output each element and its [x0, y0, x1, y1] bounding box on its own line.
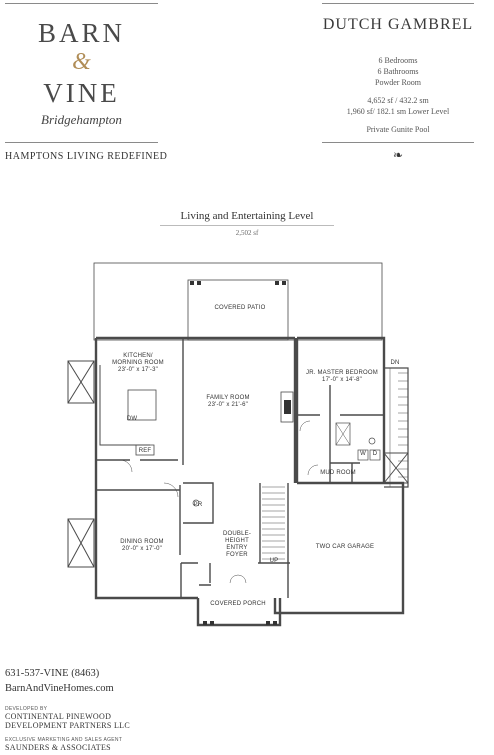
brand-line-1: BARN	[37, 18, 125, 48]
rear-terrace-outline	[93, 262, 383, 341]
bath-toilet	[368, 437, 376, 445]
developer-name-line1: CONTINENTAL PINEWOOD	[5, 712, 112, 721]
shower-outline	[335, 422, 351, 446]
label-jr-master: JR. MASTER BEDROOM 17'-0" x 14'-8"	[300, 370, 384, 384]
top-left-rule	[5, 3, 158, 4]
developer-label: DEVELOPED BY	[5, 706, 48, 712]
side-stair-outline	[384, 367, 409, 488]
interior-walls	[96, 339, 384, 598]
contact-phone: 631-537-VINE (8463)	[5, 668, 100, 679]
label-jr-master-line1: JR. MASTER BEDROOM	[306, 370, 378, 376]
label-w: W	[360, 451, 366, 457]
label-kitchen-dim: 23'-0" x 17'-3"	[118, 367, 158, 373]
refrigerator-box	[135, 444, 155, 456]
developer-name: CONTINENTAL PINEWOOD DEVELOPMENT PARTNER…	[5, 712, 130, 730]
door-swings	[119, 420, 319, 584]
fireplace-outline	[280, 391, 294, 423]
brand-ampersand: &	[72, 49, 91, 75]
label-dining-line1: DINING ROOM	[120, 539, 164, 545]
area-lower: 1,960 sf/ 182.1 sm Lower Level	[346, 107, 450, 116]
plan-heading-rule	[160, 225, 334, 226]
label-up: UP	[269, 558, 279, 564]
contact-website[interactable]: BarnAndVineHomes.com	[5, 683, 114, 694]
label-garage: TWO CAR GARAGE	[315, 544, 375, 550]
model-specs: 6 Bedrooms 6 Bathrooms Powder Room	[322, 55, 474, 88]
label-foyer-line2: HEIGHT	[225, 538, 249, 544]
marketing-label: EXCLUSIVE MARKETING AND SALES AGENT	[5, 737, 123, 743]
tagline: HAMPTONS LIVING REDEFINED	[5, 151, 168, 162]
label-dn: DN	[390, 360, 400, 366]
fireplace-firebox	[284, 400, 291, 414]
label-dining-dim: 20'-0" x 17'-0"	[122, 546, 162, 552]
column-markers	[190, 281, 286, 625]
powder-toilet	[192, 499, 200, 507]
exterior-walls	[94, 336, 405, 627]
label-foyer: DOUBLE- HEIGHT ENTRY FOYER	[217, 531, 257, 559]
label-dw: DW	[126, 416, 138, 422]
brand-line-2: VINE	[43, 78, 120, 108]
side-stair-treads	[389, 368, 408, 487]
plan-heading: Living and Entertaining Level	[180, 210, 314, 222]
brand-town: Bridgehampton	[41, 112, 122, 127]
label-foyer-line4: FOYER	[226, 552, 248, 558]
label-dining-room: DINING ROOM 20'-0" x 17'-0"	[112, 539, 172, 553]
spec-bathrooms: 6 Bathrooms	[377, 67, 419, 76]
label-foyer-line1: DOUBLE-	[222, 531, 252, 537]
model-bottom-rule	[322, 142, 474, 143]
label-covered-patio: COVERED PATIO	[214, 305, 266, 311]
model-pool: Private Gunite Pool	[366, 125, 430, 134]
spec-bedrooms: 6 Bedrooms	[378, 56, 418, 65]
kitchen-counter	[99, 365, 150, 446]
covered-patio-outline	[187, 279, 289, 341]
bay-windows	[67, 360, 409, 568]
label-ref: REF	[138, 448, 152, 454]
label-kitchen: KITCHEN/ MORNING ROOM 23'-0" x 17'-3"	[108, 353, 168, 374]
brand-bottom-rule	[5, 142, 158, 143]
label-mud-room: MUD ROOM	[320, 470, 356, 476]
label-foyer-line3: ENTRY	[226, 545, 248, 551]
label-jr-master-dim: 17'-0" x 14'-8"	[322, 377, 362, 383]
ornament-icon: ❧	[392, 148, 404, 162]
dryer-outline	[369, 449, 381, 461]
area-total: 4,652 sf / 432.2 sm	[367, 96, 429, 105]
top-right-rule	[322, 3, 474, 4]
label-family-line1: FAMILY ROOM	[206, 395, 250, 401]
label-d: D	[372, 451, 378, 457]
marketing-agent: SAUNDERS & ASSOCIATES	[5, 743, 111, 752]
kitchen-island	[127, 389, 157, 421]
label-kitchen-line2: MORNING ROOM	[112, 360, 164, 366]
label-family-room: FAMILY ROOM 23'-0" x 21'-6"	[196, 395, 260, 409]
main-stair	[262, 486, 285, 560]
washer-outline	[357, 449, 369, 461]
label-family-dim: 23'-0" x 21'-6"	[208, 402, 248, 408]
label-kitchen-line1: KITCHEN/	[123, 353, 153, 359]
spec-powder: Powder Room	[375, 78, 421, 87]
floor-plan	[67, 262, 409, 627]
model-areas: 4,652 sf / 432.2 sm 1,960 sf/ 182.1 sm L…	[322, 95, 474, 117]
developer-name-line2: DEVELOPMENT PARTNERS LLC	[5, 721, 130, 730]
label-pr: PR	[193, 502, 203, 508]
plan-area: 2,502 sf	[235, 229, 259, 237]
label-covered-porch: COVERED PORCH	[210, 601, 266, 607]
model-name: DUTCH GAMBREL	[322, 16, 474, 33]
